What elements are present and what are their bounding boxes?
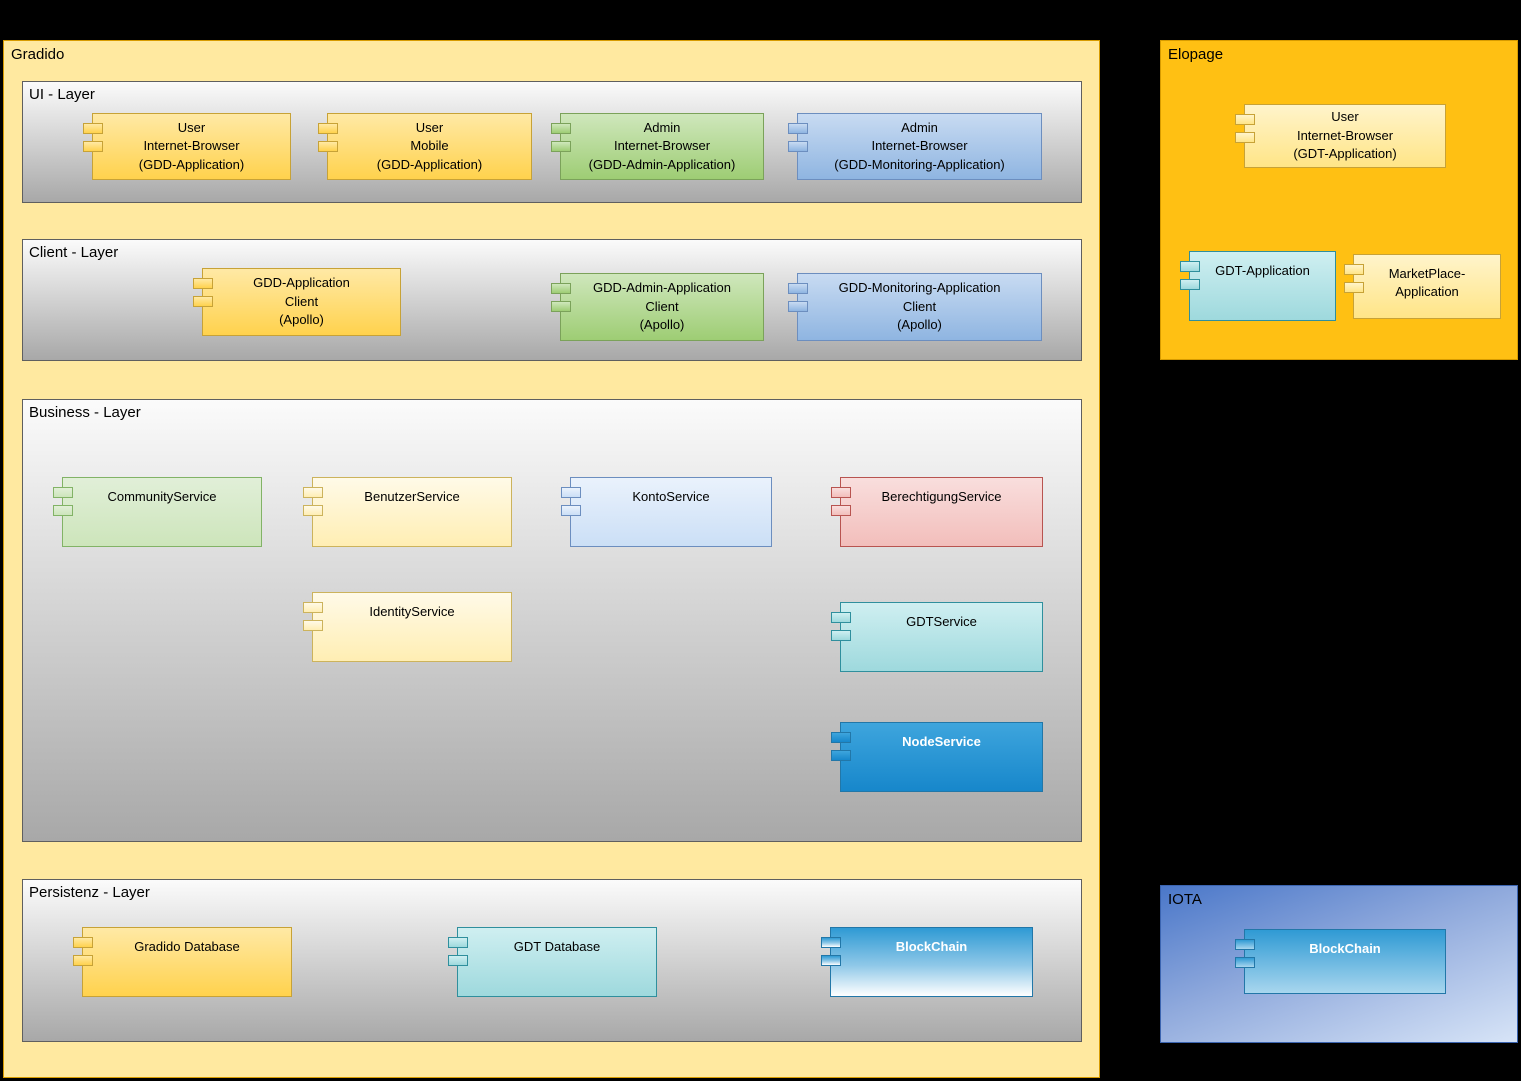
component-tab-icon [821, 937, 841, 948]
component-label: BenutzerService [364, 489, 460, 504]
layer-client: Client - Layer GDD-Application Client (A… [22, 239, 1082, 361]
component-tab-icon [551, 301, 571, 312]
component-tab-icon [53, 505, 73, 516]
container-iota: IOTA BlockChain [1160, 885, 1518, 1043]
component-label: Admin Internet-Browser (GDD-Monitoring-A… [834, 119, 1005, 172]
component-tab-icon [831, 630, 851, 641]
component-blockchain-gradido: BlockChain [821, 927, 1033, 997]
component-marketplace-application: MarketPlace- Application [1344, 254, 1501, 319]
component-user-mobile-gdd: User Mobile (GDD-Application) [318, 113, 532, 180]
component-tab-icon [53, 487, 73, 498]
component-berechtigung-service: BerechtigungService [831, 477, 1043, 547]
component-label: BerechtigungService [881, 489, 1002, 504]
component-gdd-monitoring-application-client: GDD-Monitoring-Application Client (Apoll… [788, 273, 1042, 341]
component-gdd-application-client: GDD-Application Client (Apollo) [193, 268, 401, 336]
component-tab-icon [318, 123, 338, 134]
component-tab-icon [303, 505, 323, 516]
component-gradido-database: Gradido Database [73, 927, 292, 997]
layer-client-label: Client - Layer [29, 244, 119, 261]
component-label: User Internet-Browser (GDT-Application) [1293, 109, 1397, 162]
component-label: KontoService [632, 489, 710, 504]
component-label: Admin Internet-Browser (GDD-Admin-Applic… [588, 119, 736, 172]
component-label: BlockChain [895, 939, 968, 954]
component-blockchain-iota: BlockChain [1235, 929, 1446, 994]
component-tab-icon [83, 141, 103, 152]
component-community-service: CommunityService [53, 477, 262, 547]
layer-persistenz-label: Persistenz - Layer [29, 884, 150, 901]
component-gdt-application: GDT-Application [1180, 251, 1336, 321]
component-tab-icon [193, 296, 213, 307]
layer-ui-label: UI - Layer [29, 86, 95, 103]
component-tab-icon [831, 750, 851, 761]
container-iota-label: IOTA [1168, 891, 1202, 908]
component-label: User Internet-Browser (GDD-Application) [138, 119, 245, 172]
component-label: NodeService [902, 734, 981, 749]
component-label: User Mobile (GDD-Application) [376, 119, 483, 172]
component-tab-icon [303, 620, 323, 631]
component-tab-icon [1180, 261, 1200, 272]
component-admin-internet-browser-gdd-admin: Admin Internet-Browser (GDD-Admin-Applic… [551, 113, 764, 180]
component-gdt-service: GDTService [831, 602, 1043, 672]
component-label: GDD-Admin-Application Client (Apollo) [593, 280, 731, 333]
layer-ui: UI - Layer User Internet-Browser (GDD-Ap… [22, 81, 1082, 203]
component-tab-icon [821, 955, 841, 966]
component-gdd-admin-application-client: GDD-Admin-Application Client (Apollo) [551, 273, 764, 341]
layer-persistenz: Persistenz - Layer Gradido Database GDT … [22, 879, 1082, 1042]
component-tab-icon [831, 487, 851, 498]
component-tab-icon [303, 487, 323, 498]
component-tab-icon [318, 141, 338, 152]
component-tab-icon [1344, 282, 1364, 293]
component-tab-icon [831, 732, 851, 743]
component-label: Gradido Database [134, 939, 240, 954]
component-tab-icon [561, 505, 581, 516]
component-tab-icon [788, 123, 808, 134]
component-admin-internet-browser-gdd-monitoring: Admin Internet-Browser (GDD-Monitoring-A… [788, 113, 1042, 180]
component-label: BlockChain [1309, 941, 1381, 956]
component-tab-icon [1344, 264, 1364, 275]
component-tab-icon [788, 141, 808, 152]
component-tab-icon [788, 301, 808, 312]
component-label: MarketPlace- Application [1388, 266, 1466, 300]
component-tab-icon [551, 141, 571, 152]
component-label: GDT-Application [1215, 263, 1310, 278]
component-label: GDD-Monitoring-Application Client (Apoll… [838, 280, 1001, 333]
component-tab-icon [448, 937, 468, 948]
layer-business-label: Business - Layer [29, 404, 141, 421]
component-tab-icon [73, 955, 93, 966]
component-tab-icon [1235, 957, 1255, 968]
component-label: GDD-Application Client (Apollo) [253, 275, 350, 328]
component-tab-icon [1235, 939, 1255, 950]
container-elopage: Elopage User Internet-Browser (GDT-Appli… [1160, 40, 1518, 360]
component-tab-icon [193, 278, 213, 289]
component-tab-icon [73, 937, 93, 948]
component-user-internet-browser-gdt: User Internet-Browser (GDT-Application) [1235, 104, 1446, 168]
component-benutzer-service: BenutzerService [303, 477, 512, 547]
component-tab-icon [83, 123, 103, 134]
component-tab-icon [303, 602, 323, 613]
component-node-service: NodeService [831, 722, 1043, 792]
component-label: IdentityService [369, 604, 455, 619]
component-tab-icon [551, 283, 571, 294]
component-tab-icon [831, 505, 851, 516]
component-user-internet-browser-gdd: User Internet-Browser (GDD-Application) [83, 113, 291, 180]
component-label: GDT Database [513, 939, 601, 954]
component-tab-icon [1235, 132, 1255, 143]
container-gradido: Gradido UI - Layer User Internet-Browser… [3, 40, 1100, 1078]
layer-business: Business - Layer CommunityService Benutz… [22, 399, 1082, 842]
component-konto-service: KontoService [561, 477, 772, 547]
component-tab-icon [448, 955, 468, 966]
component-label: CommunityService [107, 489, 217, 504]
component-tab-icon [561, 487, 581, 498]
component-label: GDTService [906, 614, 977, 629]
component-tab-icon [831, 612, 851, 623]
container-elopage-label: Elopage [1168, 46, 1224, 63]
component-tab-icon [1180, 279, 1200, 290]
component-tab-icon [1235, 114, 1255, 125]
component-gdt-database: GDT Database [448, 927, 657, 997]
component-tab-icon [551, 123, 571, 134]
container-gradido-label: Gradido [11, 46, 65, 63]
component-identity-service: IdentityService [303, 592, 512, 662]
component-tab-icon [788, 283, 808, 294]
